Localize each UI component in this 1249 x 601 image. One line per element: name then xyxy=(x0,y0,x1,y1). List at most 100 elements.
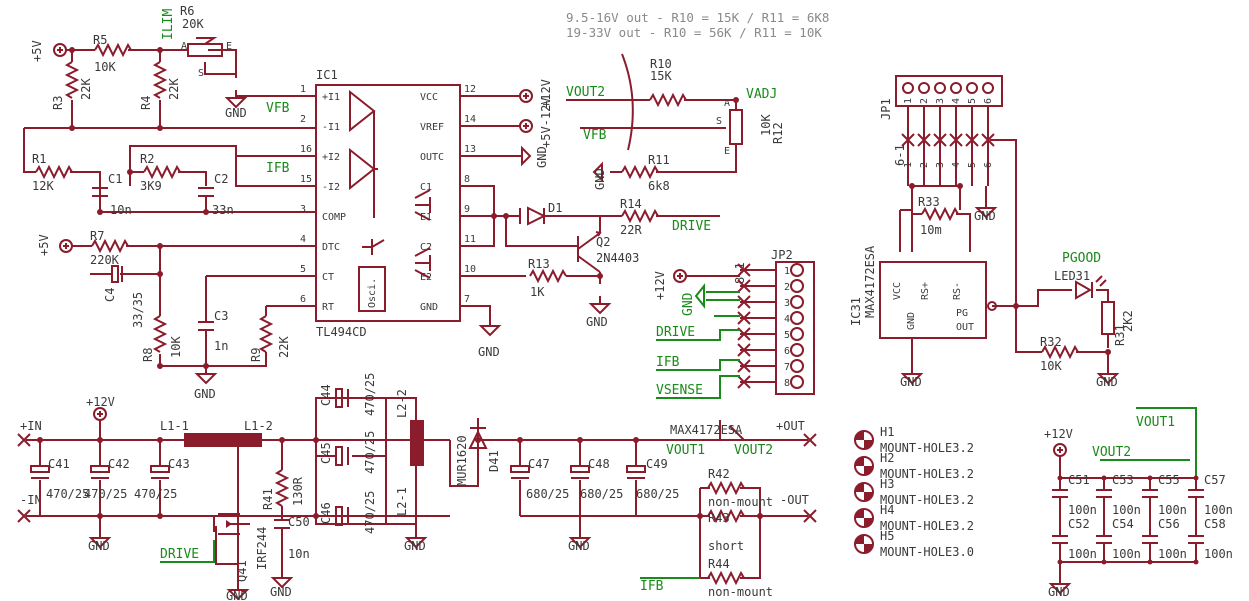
jp1-pin-num: 3 xyxy=(935,162,946,168)
net-drive-jp2: DRIVE xyxy=(656,325,695,340)
junction-dot xyxy=(957,183,963,189)
r43-value: short xyxy=(708,539,744,553)
bank-cap-value: 100n xyxy=(1158,503,1187,517)
l1-2-label: L1-2 xyxy=(244,419,273,433)
cap-name: C44 xyxy=(319,384,333,406)
ic31-pin: RS+ xyxy=(920,282,931,300)
cap-value: 680/25 xyxy=(580,487,623,501)
cap-value: 680/25 xyxy=(526,487,569,501)
ic1-value: TL494CD xyxy=(316,325,367,339)
junction-dot xyxy=(37,437,43,443)
gnd-label-vadj: GND xyxy=(593,168,607,190)
jp2-pin xyxy=(790,263,804,277)
jp1-pin-num: 1 xyxy=(903,98,914,104)
junction-dot xyxy=(1013,303,1019,309)
net-vfb-vadj: VFB xyxy=(583,128,607,143)
led31-label: LED31 xyxy=(1054,269,1090,283)
osc-label: Osci. xyxy=(367,278,378,308)
supply-12v-jp2: +12V xyxy=(653,271,667,300)
jp1-pin-num: 5 xyxy=(967,98,978,104)
junction-dot xyxy=(475,437,481,443)
supply-12v-ic1: +12V xyxy=(539,79,553,108)
jp1-header xyxy=(895,75,1003,107)
gnd-label-ic1: GND xyxy=(478,345,500,359)
mount-hole-value: MOUNT-HOLE3.2 xyxy=(880,441,974,455)
ic1-pin-num: 14 xyxy=(464,114,476,125)
jp1-pin-num: 1 xyxy=(903,162,914,168)
jp2-pin xyxy=(790,279,804,293)
ic31-pin: OUT xyxy=(956,322,974,333)
junction-dot xyxy=(313,437,319,443)
r13-value: 1K xyxy=(530,285,545,299)
r42-name: R42 xyxy=(708,467,730,481)
jp2-pin xyxy=(790,327,804,341)
gnd-label-ct: GND xyxy=(194,387,216,401)
r8-value: 10K xyxy=(169,336,183,358)
r32-value: 10K xyxy=(1040,359,1062,373)
r6-pin-e: E xyxy=(226,41,232,52)
ic1-pin-num: 13 xyxy=(464,144,476,155)
jp1-nc-mark xyxy=(949,133,963,147)
jp2-pin xyxy=(790,295,804,309)
supply-5v12v: +5V-12V xyxy=(539,97,553,148)
jp1-nc-mark xyxy=(965,133,979,147)
bank-cap-value: 100n xyxy=(1204,503,1233,517)
c2-value: 33n xyxy=(212,203,234,217)
jp2-nc-mark xyxy=(737,295,751,309)
ic1-pin-name: GND xyxy=(420,302,438,313)
d1-label: D1 xyxy=(548,201,562,215)
jp2-nc-mark xyxy=(737,343,751,357)
gnd-label-r32: GND xyxy=(1096,375,1118,389)
ic1-pin-num: 12 xyxy=(464,84,476,95)
r6-name: R6 xyxy=(180,4,194,18)
net-ifb-out: IFB xyxy=(640,579,664,594)
bank-cap-value: 100n xyxy=(1158,547,1187,561)
r1-value: 12K xyxy=(32,179,54,193)
r6-tag: ILIM xyxy=(161,9,176,40)
r4-value: 22K xyxy=(167,78,181,100)
jp2-pin-num: 6 xyxy=(784,346,790,357)
decoupling-bank: C51100nC52100nC53100nC54100nC55100nC5610… xyxy=(1052,473,1233,565)
c3-name: C3 xyxy=(214,309,228,323)
jp1-pin xyxy=(902,82,914,94)
jp2-nc-mark xyxy=(737,279,751,293)
q2-value: 2N4403 xyxy=(596,251,639,265)
jp1-pin-num: 2 xyxy=(919,98,930,104)
r1-name: R1 xyxy=(32,152,46,166)
l2-2-label: L2-2 xyxy=(395,389,409,418)
ic1-pin-name: E1 xyxy=(420,212,432,223)
gnd-label-out: GND xyxy=(568,539,590,553)
jp2-pin-num: 2 xyxy=(784,282,790,293)
junction-dot xyxy=(157,513,163,519)
junction-dot xyxy=(203,209,209,215)
gnd-label-q41: GND xyxy=(226,589,248,601)
jp1-pin-num: 5 xyxy=(967,162,978,168)
jp2-nc-mark xyxy=(737,375,751,389)
ic1-pin-name: OUTC xyxy=(420,152,444,163)
gnd-label-jp1: GND xyxy=(974,209,996,223)
junction-dot xyxy=(235,437,241,443)
cap-name: C48 xyxy=(588,457,610,471)
supply-5v-mid: +5V xyxy=(37,234,51,256)
bank-cap-name: C53 xyxy=(1112,473,1134,487)
ic1-pin-name: VREF xyxy=(420,122,444,133)
cap-name: C45 xyxy=(319,442,333,464)
mount-hole-name: H1 xyxy=(880,425,894,439)
junction-dot xyxy=(517,437,523,443)
c1-name: C1 xyxy=(108,172,122,186)
cap-value: 680/25 xyxy=(636,487,679,501)
r12-value: 10K xyxy=(759,114,773,136)
jp1-pin-num: 2 xyxy=(919,162,930,168)
bank-cap-name: C54 xyxy=(1112,517,1134,531)
r5-value: 10K xyxy=(94,60,116,74)
mount-holes: H1MOUNT-HOLE3.2H2MOUNT-HOLE3.2H3MOUNT-HO… xyxy=(854,425,974,559)
r8-name: R8 xyxy=(141,348,155,362)
supply-12v-in: +12V xyxy=(86,395,115,409)
jp1-pin xyxy=(982,82,994,94)
ic1-pin-num: 15 xyxy=(300,174,312,185)
mount-hole-value: MOUNT-HOLE3.0 xyxy=(880,545,974,559)
jp1-pin xyxy=(918,82,930,94)
supply-12v-bank: +12V xyxy=(1044,427,1073,441)
junction-dot xyxy=(697,513,703,519)
